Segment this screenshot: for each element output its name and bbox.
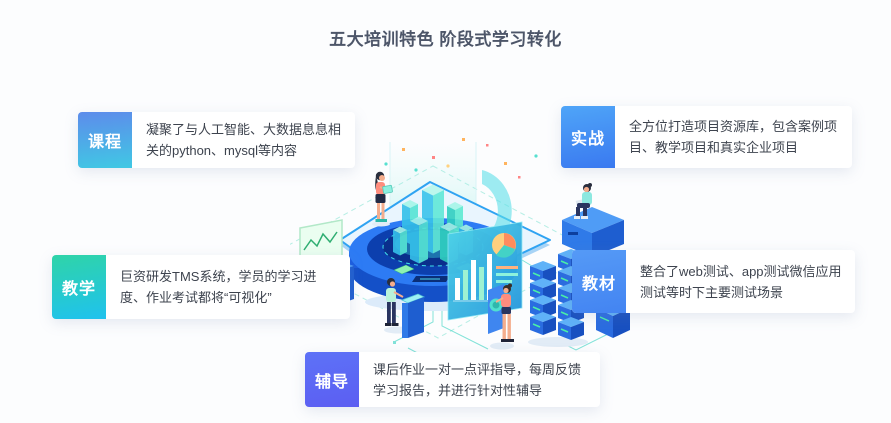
- person-woman-board: [488, 283, 514, 350]
- isometric-illustration: [290, 138, 630, 369]
- feature-text-practice: 全方位打造项目资源库，包含案例项目、教学项目和真实企业项目: [629, 119, 838, 155]
- feature-badge-course: 课程: [78, 112, 132, 168]
- dashboard-panel: [447, 221, 523, 321]
- feature-badge-tutoring: 辅导: [305, 352, 359, 407]
- particles: [384, 138, 538, 179]
- feature-card-tutoring: 辅导 课后作业一对一点评指导，每周反馈学习报告，并进行针对性辅导: [305, 352, 600, 407]
- page-title: 五大培训特色 阶段式学习转化: [329, 30, 562, 49]
- feature-badge-teaching: 教学: [52, 255, 106, 319]
- person-woman-tablet: [372, 171, 393, 227]
- feature-card-practice: 实战 全方位打造项目资源库，包含案例项目、教学项目和真实企业项目: [561, 106, 852, 168]
- person-at-kiosk: [384, 278, 425, 338]
- feature-text-materials: 整合了web测试、app测试微信应用测试等时下主要测试场景: [640, 263, 842, 300]
- feature-badge-materials: 教材: [572, 250, 626, 313]
- feature-card-teaching: 教学 巨资研发TMS系统，学员的学习进度、作业考试都将“可视化”: [52, 255, 350, 319]
- feature-badge-practice: 实战: [561, 106, 615, 168]
- feature-text-teaching: 巨资研发TMS系统，学员的学习进度、作业考试都将“可视化”: [120, 269, 317, 305]
- feature-card-course: 课程 凝聚了与人工智能、大数据息息相关的python、mysql等内容: [78, 112, 355, 168]
- feature-text-course: 凝聚了与人工智能、大数据息息相关的python、mysql等内容: [146, 122, 342, 158]
- feature-card-materials: 教材 整合了web测试、app测试微信应用测试等时下主要测试场景: [572, 250, 855, 313]
- feature-text-tutoring: 课后作业一对一点评指导，每周反馈学习报告，并进行针对性辅导: [373, 361, 582, 398]
